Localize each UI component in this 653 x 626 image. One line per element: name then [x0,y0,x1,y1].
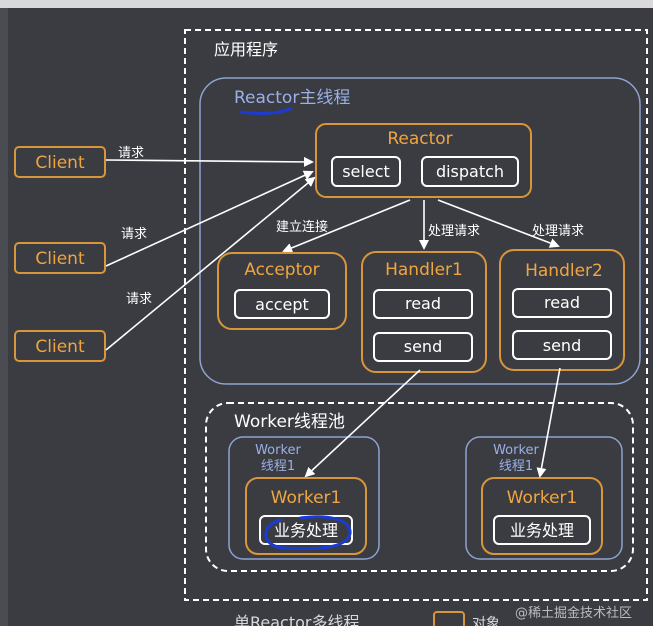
accept-box [234,289,330,319]
application-container [184,29,648,601]
handle-label-2: 处理请求 [532,224,584,239]
reactor-title: Reactor [387,129,452,149]
request-label-2: 请求 [121,227,147,242]
client-label-3: Client [35,337,85,357]
worker1-task-box-right [493,515,591,545]
handler2-box [499,249,625,371]
handler2-send-label: send [543,336,581,355]
request-arrow-3 [105,176,316,351]
worker1-title-right: Worker1 [507,488,578,508]
establish-arrow [282,199,411,253]
watermark: @稀土掘金技术社区 [515,605,632,621]
handler1-send-box [373,332,473,362]
handle-label-1: 处理请求 [428,224,480,239]
handwritten-circle [264,515,352,551]
handler1-send-label: send [404,337,442,356]
worker-thread-2-label-line2: 线程1 [499,459,533,474]
worker1-title-left: Worker1 [271,488,342,508]
footer-caption: 单Reactor多线程 [234,613,360,626]
worker-pool-container [205,402,634,572]
handler1-read-label: read [405,294,441,313]
handle-arrow-2 [437,199,560,248]
acceptor-title: Acceptor [244,260,319,280]
worker-thread-2 [465,436,623,560]
client-label-2: Client [35,249,85,269]
legend-swatch [433,611,465,626]
accept-label: accept [255,295,309,314]
handler2-title: Handler2 [525,261,603,281]
reactor-box [315,123,532,198]
worker1-box-right [481,477,603,555]
handler1-box [361,251,487,373]
client-box-1 [14,146,106,178]
handwritten-underline [239,106,293,115]
handler2-read-label: read [544,293,580,312]
handler2-send-box [512,330,612,360]
handler2-to-worker-arrow [536,367,561,478]
client-box-3 [14,330,106,362]
request-arrow-2 [105,170,314,267]
worker1-task-right: 业务处理 [510,521,574,540]
handler1-title: Handler1 [385,260,463,280]
client-box-2 [14,242,106,274]
left-margin [0,8,8,626]
handler1-to-worker-arrow [304,369,421,478]
worker-thread-1-label-line2: 线程1 [261,459,295,474]
main-thread-title: Reactor主线程 [234,88,350,108]
application-label: 应用程序 [214,40,278,59]
request-label-1: 请求 [118,146,144,161]
dispatch-label: dispatch [436,162,504,181]
worker-thread-1 [228,436,380,560]
select-box [331,156,401,187]
worker-thread-2-label-line1: Worker [493,443,539,458]
client-label-1: Client [35,153,85,173]
dispatch-box [421,156,519,187]
worker1-task-left: 业务处理 [274,521,338,540]
select-label: select [342,162,390,181]
handler2-read-box [512,288,612,318]
request-label-3: 请求 [126,292,152,307]
establish-label: 建立连接 [276,219,328,235]
main-thread-container [199,77,641,385]
top-strip [0,0,653,8]
worker-pool-title: Worker线程池 [234,412,345,432]
handler1-read-box [373,289,473,319]
legend-label: 对象 [472,616,500,626]
request-arrow-1 [105,156,314,167]
worker1-box-left [245,477,367,555]
acceptor-box [217,252,347,330]
worker-thread-1-label-line1: Worker [255,443,301,458]
